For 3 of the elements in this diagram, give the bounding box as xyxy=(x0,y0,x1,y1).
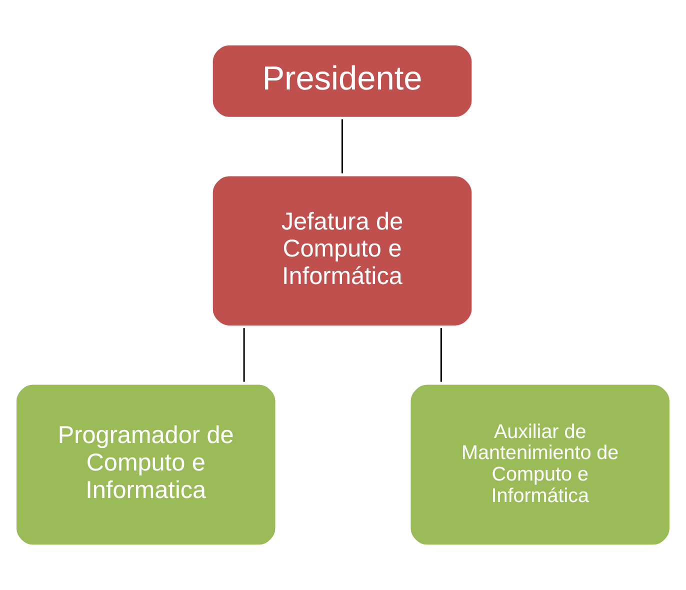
connector xyxy=(440,328,442,382)
connector xyxy=(243,328,245,382)
connector xyxy=(341,119,343,174)
